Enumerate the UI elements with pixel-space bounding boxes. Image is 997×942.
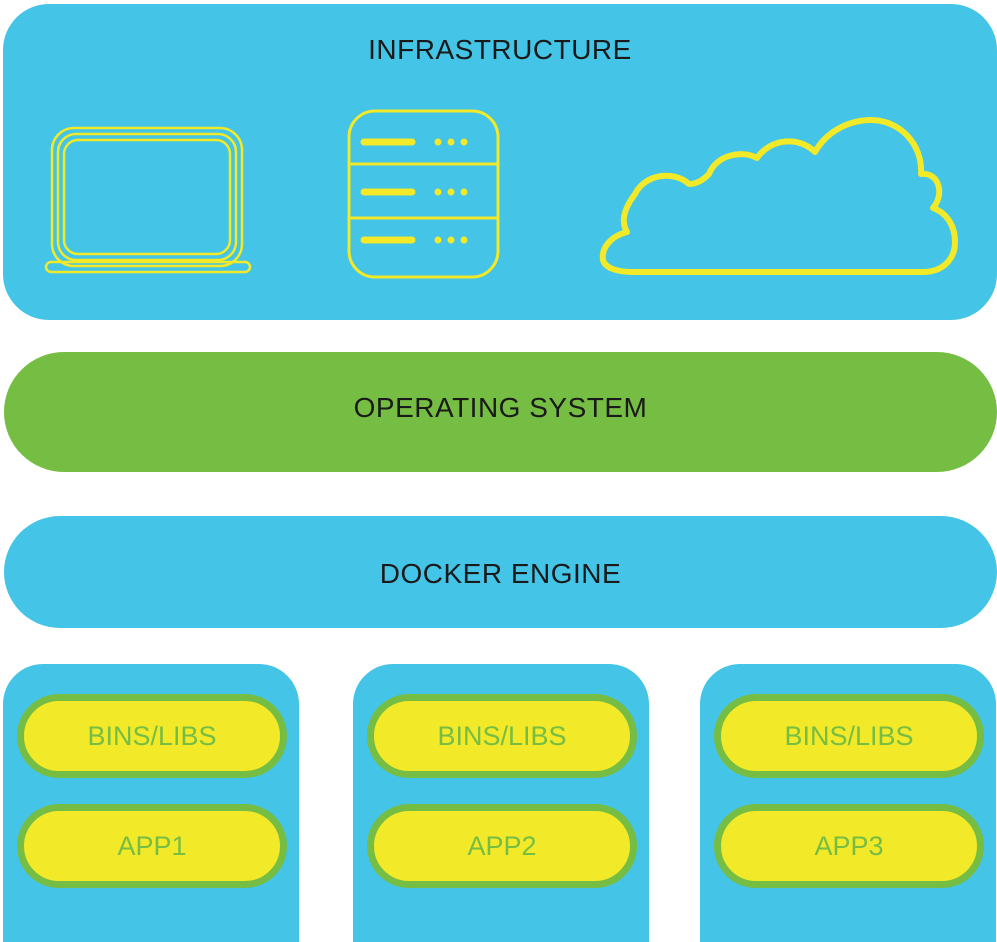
bins-libs-pill: BINS/LIBS [367,694,637,778]
cloud-icon [599,116,958,275]
docker-engine-label: DOCKER ENGINE [379,558,622,589]
bins-libs-pill: BINS/LIBS [17,694,287,778]
server-icon [347,109,500,279]
container-1: BINS/LIBS APP1 [3,664,299,942]
container-3: BINS/LIBS APP3 [700,664,996,942]
app-pill: APP1 [17,804,287,888]
infrastructure-label: INFRASTRUCTURE [368,34,632,65]
app-pill: APP2 [367,804,637,888]
app-pill: APP3 [714,804,984,888]
bins-libs-pill: BINS/LIBS [714,694,984,778]
operating-system-label: OPERATING SYSTEM [353,392,648,423]
operating-system-layer: OPERATING SYSTEM [4,352,997,472]
docker-engine-layer: DOCKER ENGINE [4,516,997,628]
infrastructure-layer: INFRASTRUCTURE [3,4,997,320]
laptop-icon [44,126,252,274]
container-2: BINS/LIBS APP2 [353,664,649,942]
